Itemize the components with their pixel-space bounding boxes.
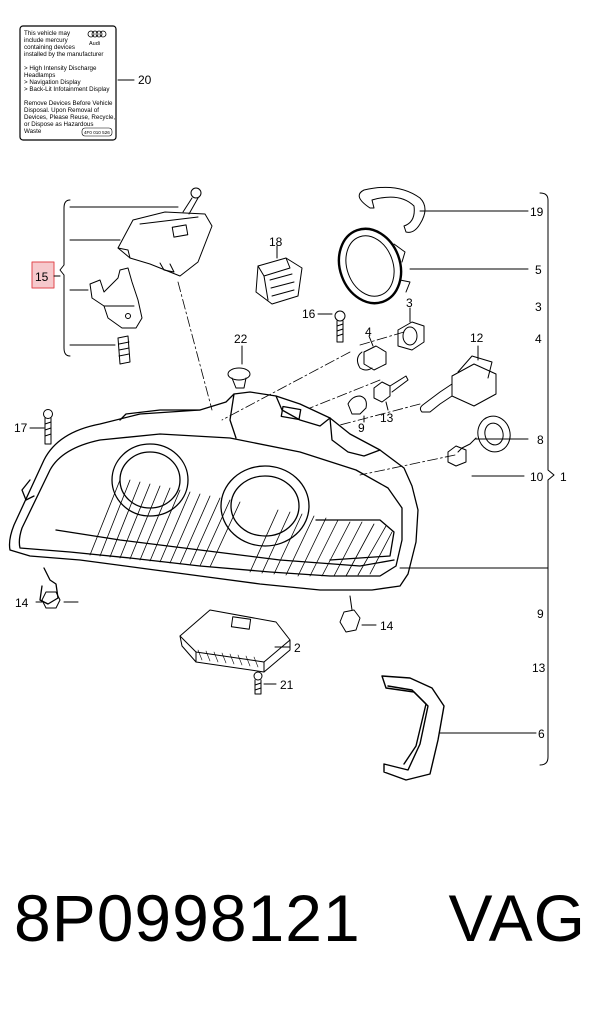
screw-bottom-left	[117, 335, 131, 365]
callout-20: 20	[138, 73, 152, 87]
xenon-bulb-12	[419, 345, 497, 413]
callout-6: 6	[538, 727, 545, 741]
callout-13-right: 13	[532, 661, 546, 675]
label-line-12: Disposal. Upon Removal of	[24, 107, 99, 114]
reflector-hatching	[89, 479, 393, 577]
callout-9-bulb: 9	[358, 421, 365, 435]
bulb-4	[356, 335, 387, 371]
seal-ring-5	[337, 227, 411, 305]
small-bulb-9	[347, 395, 367, 423]
plug-22	[227, 345, 251, 389]
headlamp-housing	[8, 391, 419, 605]
label-line-2: include mercury	[24, 37, 69, 44]
callout-9-right: 9	[537, 607, 544, 621]
clip-14-left	[35, 591, 61, 609]
ballast-module-2	[179, 609, 291, 673]
label-code: 4F0 010 526	[84, 130, 110, 135]
callout-17: 17	[14, 421, 28, 435]
label-line-6: > High Intensity Discharge	[24, 65, 97, 72]
callout-1: 1	[560, 470, 567, 484]
callout-14-right: 14	[380, 619, 394, 633]
callout-18: 18	[269, 235, 283, 249]
socket-13	[373, 375, 409, 411]
audi-rings-logo	[87, 30, 107, 38]
label-line-3: containing devices	[24, 44, 75, 51]
callout-21: 21	[280, 678, 294, 692]
callout-13-socket: 13	[380, 411, 394, 425]
callout-2: 2	[294, 641, 301, 655]
label-line-15: Waste	[24, 128, 42, 135]
callout-16: 16	[302, 307, 316, 321]
callout-14-left: 14	[15, 596, 29, 610]
callout-4-right: 4	[535, 332, 542, 346]
bulb-holder-3	[397, 307, 425, 351]
callout-10: 10	[530, 470, 544, 484]
bulb-10	[447, 445, 467, 467]
label-line-1: This vehicle may	[24, 30, 71, 37]
callout-3-bulb: 3	[406, 296, 413, 310]
assembly-leader-lines	[177, 281, 456, 476]
warning-label-text: This vehicle may include mercury contain…	[24, 30, 115, 137]
bracket-right-group	[399, 192, 555, 766]
screw-16	[317, 310, 346, 343]
part-number: 8P0998121	[14, 881, 361, 955]
label-line-11: Remove Devices Before Vehicle	[24, 100, 113, 107]
callout-4-bulb: 4	[365, 325, 372, 339]
callout-numbers: 20 19 5 3 3 4 4 18 16 22 12 15 17 9 13 8…	[14, 73, 567, 741]
label-line-14: or Dispose as Hazardous	[24, 121, 93, 128]
callout-15: 15	[35, 270, 49, 284]
bracket-left-group	[59, 187, 213, 365]
label-brand: Audi	[89, 41, 100, 47]
cover-plate	[117, 211, 213, 277]
callout-8: 8	[537, 433, 544, 447]
trim-strip-6	[381, 675, 445, 781]
callout-15-highlight	[31, 261, 55, 289]
mercury-warning-label	[19, 25, 135, 141]
callout-3-right: 3	[535, 300, 542, 314]
label-line-4: installed by the manufacturer	[24, 51, 103, 58]
label-line-7: Headlamps	[24, 72, 55, 79]
callout-19: 19	[530, 205, 544, 219]
screw-17	[29, 409, 53, 445]
mounting-clip	[89, 267, 143, 329]
label-line-13: Devices, Please Reuse, Recycle,	[24, 114, 115, 121]
screw-21	[253, 671, 277, 695]
footer: 8P0998121 VAG	[0, 880, 600, 980]
bulb-holder-8	[457, 415, 511, 453]
label-line-8: > Navigation Display	[24, 79, 81, 86]
connector-18	[255, 245, 303, 305]
retaining-clip-19	[358, 186, 426, 233]
callout-22: 22	[234, 332, 248, 346]
clip-14-right	[339, 595, 377, 633]
label-line-9: > Back-Lit Infotainment Display	[24, 86, 110, 93]
callout-12: 12	[470, 331, 484, 345]
label-code-box	[81, 127, 113, 137]
brand-name: VAG	[448, 881, 586, 955]
screw-top	[182, 187, 202, 215]
callout-5: 5	[535, 263, 542, 277]
